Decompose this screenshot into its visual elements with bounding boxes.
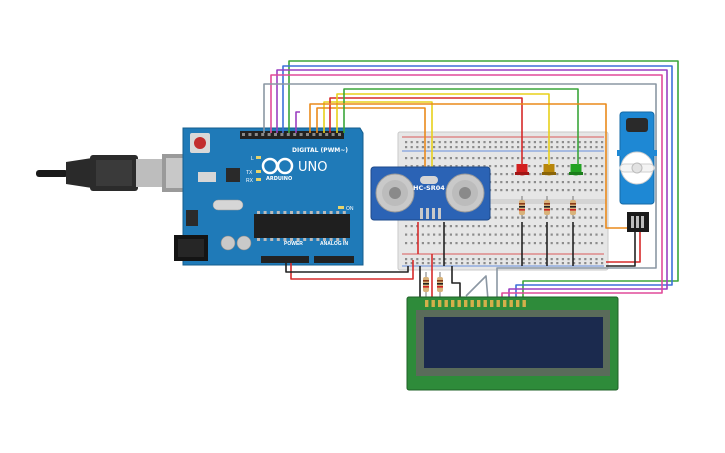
arduino-uno-board[interactable]: DIGITAL (PWM~) UNO ARDUINO L TX RX ON	[174, 127, 364, 266]
l-led-label: L	[251, 156, 254, 162]
wire-gnd-black	[285, 263, 409, 273]
lcd-pin[interactable]	[457, 300, 461, 307]
digital-pin-holes	[242, 133, 341, 136]
wire-sensor-yellow	[323, 101, 433, 175]
lcd-display[interactable]	[406, 296, 619, 391]
lcd-pin[interactable]	[444, 300, 448, 307]
lcd-resistors[interactable]	[423, 272, 443, 300]
atmega-chip	[254, 214, 350, 238]
analog-header-label: ANALOG IN	[320, 241, 348, 247]
lcd-pin[interactable]	[516, 300, 520, 307]
lcd-pin[interactable]	[522, 300, 526, 307]
lcd-pin[interactable]	[483, 300, 487, 307]
sensor-pin[interactable]	[432, 208, 435, 219]
sensor-pin[interactable]	[438, 208, 441, 219]
digital-header-label: DIGITAL (PWM~)	[292, 147, 348, 154]
lcd-screen	[424, 317, 603, 368]
wire-lcd-led-k	[451, 266, 461, 300]
analog-pin-header[interactable]	[314, 256, 354, 263]
wire-servo-black	[606, 232, 636, 267]
lcd-pin-row	[425, 300, 526, 307]
led-green[interactable]	[569, 164, 583, 176]
infinity-logo-icon	[261, 157, 294, 175]
wire-led-red	[329, 97, 523, 165]
wire-5v-red	[290, 260, 414, 280]
wire-servo-red	[606, 232, 641, 263]
ultrasonic-sensor[interactable]: HC-SR04	[370, 166, 491, 221]
lcd-pin[interactable]	[477, 300, 481, 307]
ultrasonic-transducer-icon	[375, 173, 485, 213]
wire-lcd-green	[288, 60, 679, 300]
lcd-pin[interactable]	[490, 300, 494, 307]
wire-lcd-blue	[282, 65, 673, 300]
lcd-pin[interactable]	[503, 300, 507, 307]
wires	[263, 60, 679, 301]
rx-label: RX	[246, 178, 254, 184]
servo-horn-icon	[619, 151, 655, 185]
sensor-pin[interactable]	[426, 208, 429, 219]
lcd-pin[interactable]	[451, 300, 455, 307]
sensor-pin[interactable]	[420, 208, 423, 219]
servo-motor[interactable]	[617, 111, 657, 232]
lcd-pin[interactable]	[431, 300, 435, 307]
board-model-label: UNO	[298, 160, 327, 175]
wire-lcd-purple-rs	[295, 111, 300, 133]
led-amber[interactable]	[542, 164, 556, 176]
wire-lcd-rs	[465, 275, 489, 301]
led-resistors[interactable]	[519, 196, 576, 219]
digital-pin-header[interactable]	[240, 131, 344, 139]
lcd-pin[interactable]	[496, 300, 500, 307]
usb-cable	[36, 154, 202, 192]
lcd-pin[interactable]	[438, 300, 442, 307]
wire-lcd-purple	[276, 69, 668, 300]
lcd-pin[interactable]	[509, 300, 513, 307]
lcd-pin[interactable]	[425, 300, 429, 307]
power-header-label: POWER	[284, 241, 303, 247]
wire-sensor-orange	[316, 107, 426, 175]
power-pin-header[interactable]	[261, 256, 309, 263]
wire-servo-signal	[309, 103, 631, 229]
lcd-pin[interactable]	[470, 300, 474, 307]
sensor-model-label: HC-SR04	[413, 184, 445, 192]
on-label: ON	[346, 206, 354, 212]
wire-led-amber	[336, 93, 550, 165]
board-brand-label: ARDUINO	[266, 176, 292, 182]
wire-led-green	[343, 88, 579, 165]
lcd-pin[interactable]	[464, 300, 468, 307]
wire-lcd-gray-e	[263, 83, 657, 300]
tx-label: TX	[246, 170, 253, 176]
led-red[interactable]	[515, 164, 529, 176]
